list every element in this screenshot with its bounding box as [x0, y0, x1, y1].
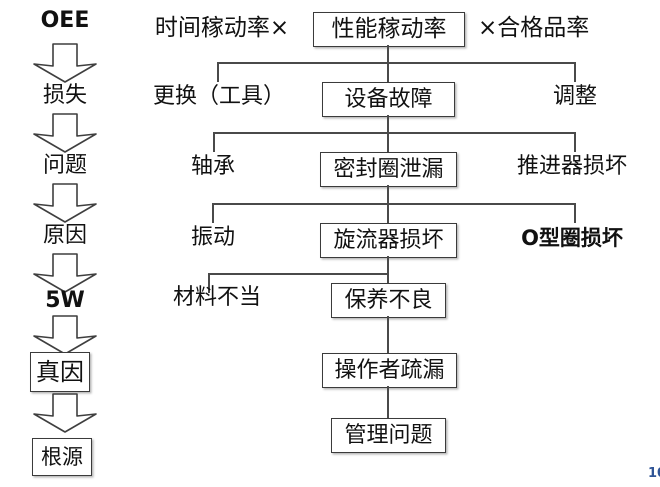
left-flow-step-cause: 原因 — [28, 222, 102, 250]
left-flow-step-true-cause: 真因 — [30, 352, 90, 392]
tree-level-3-right-label: O型圈损坏 — [502, 223, 642, 253]
connector-branch-right — [574, 62, 576, 82]
connector-vertical — [387, 185, 389, 203]
connector-horizontal-bus — [213, 132, 575, 134]
left-flow-step-problem: 问题 — [28, 152, 102, 180]
connector-branch-center — [387, 132, 389, 152]
tree-level-1-center-box: 设备故障 — [322, 82, 455, 117]
connector-horizontal-bus — [217, 62, 575, 64]
tree-header-right-text: ×合格品率 — [478, 12, 628, 44]
tree-node-label: 轴承 — [190, 154, 235, 179]
connector-horizontal-bus — [212, 203, 575, 205]
left-flow-step-label: 真因 — [36, 358, 84, 386]
connector-vertical — [387, 316, 389, 353]
connector-branch-left — [212, 203, 214, 223]
left-flow-step-oee: OEE — [28, 8, 102, 34]
left-flow-step-label: 损失 — [42, 83, 87, 108]
down-arrow-icon — [30, 182, 100, 224]
tree-node-label: 操作者疏漏 — [334, 357, 445, 383]
left-flow-step-loss: 损失 — [28, 82, 102, 110]
connector-branch-center — [387, 203, 389, 223]
left-flow-step-label: 5W — [45, 288, 85, 313]
connector-branch-left — [213, 132, 215, 152]
tree-header-center-box: 性能稼动率 — [313, 12, 465, 47]
connector-branch-left — [208, 273, 210, 293]
tree-node-label: 推进器损坏 — [516, 154, 627, 179]
tree-level-3-left-label: 振动 — [165, 223, 261, 253]
tree-level-4-center-box: 保养不良 — [331, 283, 446, 318]
tree-node-label: 调整 — [552, 84, 597, 109]
connector-vertical — [387, 115, 389, 133]
tree-node-label: 旋流器损坏 — [333, 227, 444, 253]
tree-level-2-center-box: 密封圈泄漏 — [320, 152, 457, 187]
down-arrow-icon — [30, 42, 100, 84]
down-arrow-icon — [30, 112, 100, 154]
left-flow-step-label: 根源 — [41, 444, 83, 469]
connector-branch-center — [387, 62, 389, 82]
connector-vertical — [387, 256, 389, 274]
tree-node-label: O型圈损坏 — [521, 225, 623, 250]
left-flow-step-label: 问题 — [42, 153, 87, 178]
connector-vertical — [387, 45, 389, 63]
connector-branch-right — [574, 203, 576, 223]
tree-level-6-center-box: 管理问题 — [331, 418, 446, 453]
page-number: 10 — [648, 466, 660, 481]
tree-node-label: 密封圈泄漏 — [333, 156, 444, 182]
tree-node-label: 材料不当 — [172, 285, 261, 310]
connector-vertical — [387, 386, 389, 418]
tree-header-left-text: 时间稼动率× — [142, 12, 302, 44]
connector-horizontal-bus — [208, 273, 388, 275]
tree-level-1-left-label: 更换（工具） — [134, 82, 304, 112]
connector-branch-left — [217, 62, 219, 82]
tree-level-3-center-box: 旋流器损坏 — [320, 223, 457, 258]
tree-node-label: 更换（工具） — [152, 84, 285, 109]
left-flow-step-label: 原因 — [42, 223, 87, 248]
tree-header-center-label: 性能稼动率 — [331, 16, 447, 42]
tree-level-4-left-label: 材料不当 — [147, 283, 287, 313]
left-flow-step-root: 根源 — [32, 438, 92, 476]
left-flow-step-5w: 5W — [28, 288, 102, 314]
down-arrow-icon — [30, 314, 100, 356]
down-arrow-icon — [30, 252, 100, 294]
down-arrow-icon — [30, 392, 100, 434]
tree-header-right-label: ×合格品率 — [478, 14, 590, 41]
tree-header-left-label: 时间稼动率× — [154, 14, 290, 41]
tree-node-label: 保养不良 — [344, 287, 433, 313]
tree-level-2-right-label: 推进器损坏 — [502, 152, 642, 182]
tree-level-1-right-label: 调整 — [530, 82, 620, 112]
tree-node-label: 管理问题 — [344, 422, 433, 448]
connector-branch-right — [574, 132, 576, 152]
tree-node-label: 振动 — [190, 225, 235, 250]
tree-node-label: 设备故障 — [344, 86, 433, 112]
tree-level-5-center-box: 操作者疏漏 — [322, 353, 457, 388]
left-flow-step-label: OEE — [40, 8, 90, 33]
tree-level-2-left-label: 轴承 — [165, 152, 261, 182]
